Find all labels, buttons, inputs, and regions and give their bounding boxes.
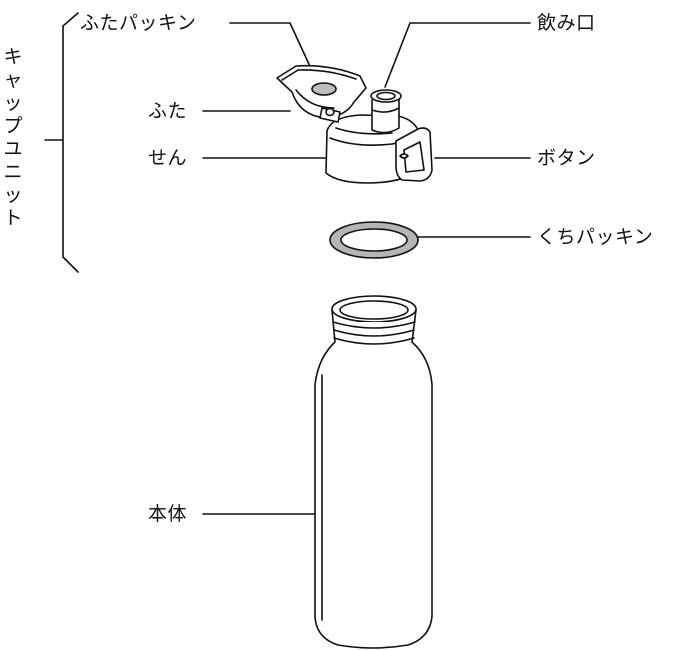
body-label: 本体 bbox=[148, 503, 188, 525]
spout-label: 飲み口 bbox=[537, 12, 596, 34]
cap-unit-bracket bbox=[44, 12, 79, 273]
bottle-body-part bbox=[314, 295, 433, 649]
mouth-gasket-part bbox=[329, 221, 419, 259]
lid-gasket-label: ふたパッキン bbox=[80, 12, 197, 34]
spout-part bbox=[370, 89, 402, 134]
button-part bbox=[395, 127, 433, 182]
stopper-label: せん bbox=[148, 147, 188, 169]
mouth-gasket-label: くちパッキン bbox=[537, 226, 654, 248]
leader-spout bbox=[384, 22, 531, 88]
cap-unit-label: キャップユニット bbox=[3, 46, 23, 229]
lid-label: ふた bbox=[148, 100, 188, 122]
button-label: ボタン bbox=[537, 147, 596, 169]
lid-gasket-part bbox=[311, 82, 337, 96]
